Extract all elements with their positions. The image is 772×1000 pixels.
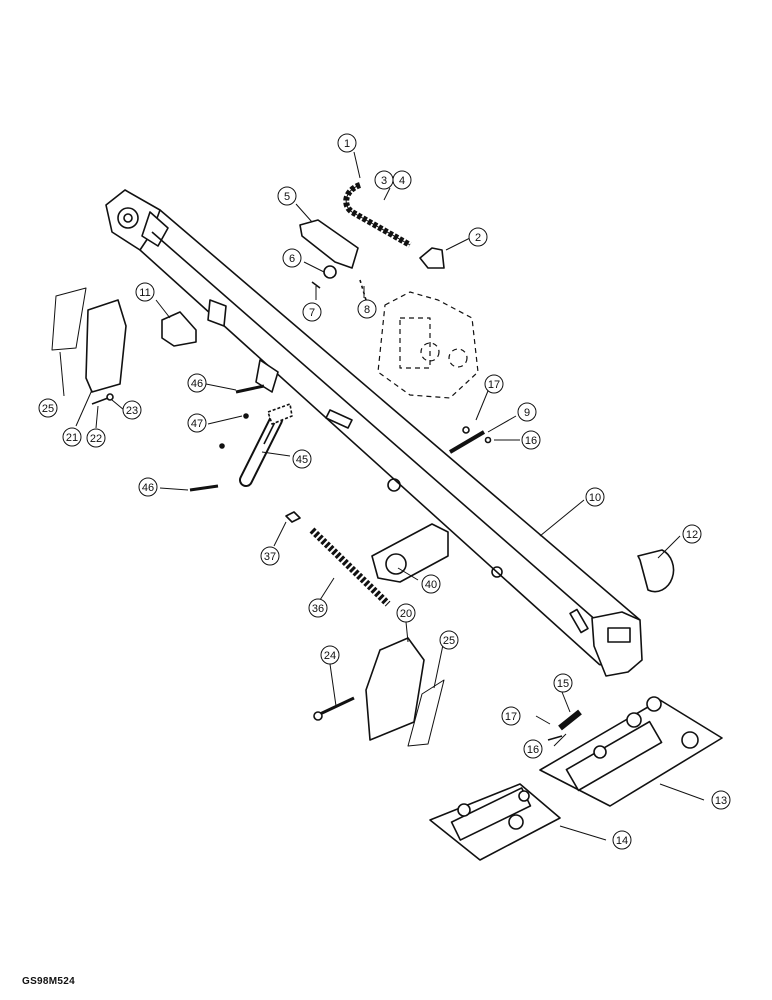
- drive-chain: [309, 527, 391, 607]
- cable-chain: [343, 182, 412, 248]
- callout-4: 4: [392, 170, 412, 190]
- base-plate-14: [429, 783, 561, 861]
- pin-15: [558, 709, 582, 731]
- callout-9: 9: [517, 402, 537, 422]
- callout-2: 2: [468, 227, 488, 247]
- base-plate-13: [539, 696, 723, 807]
- callout-7: 7: [302, 302, 322, 322]
- sprocket-housing: [371, 523, 449, 583]
- callout-11: 11: [135, 282, 155, 302]
- valve-block-phantom: [377, 291, 479, 399]
- svg-text:23: 23: [126, 405, 138, 417]
- guard-20: [365, 637, 425, 741]
- callout-37: 37: [260, 546, 280, 566]
- callout-25-left: 25: [38, 398, 58, 418]
- svg-text:6: 6: [289, 253, 295, 265]
- figure-code: GS98M524: [22, 976, 75, 987]
- callout-17-lower: 17: [501, 706, 521, 726]
- svg-text:40: 40: [425, 579, 437, 591]
- bolt-24: [319, 696, 355, 716]
- svg-text:17: 17: [488, 379, 500, 391]
- callout-16-lower: 16: [523, 739, 543, 759]
- callout-1: 1: [337, 133, 357, 153]
- svg-text:13: 13: [715, 795, 727, 807]
- svg-text:24: 24: [324, 650, 336, 662]
- callout-17-upper: 17: [484, 374, 504, 394]
- svg-text:5: 5: [284, 191, 290, 203]
- svg-text:8: 8: [364, 304, 370, 316]
- svg-text:22: 22: [90, 433, 102, 445]
- chain-bracket: [299, 219, 359, 269]
- guard-21: [85, 299, 127, 393]
- callout-5: 5: [277, 186, 297, 206]
- callout-25-right: 25: [439, 630, 459, 650]
- pin-9: [448, 430, 486, 454]
- callout-47: 47: [187, 413, 207, 433]
- svg-text:25: 25: [443, 635, 455, 647]
- callout-3: 3: [374, 170, 394, 190]
- bracket-12: [637, 549, 675, 593]
- callout-45: 45: [292, 449, 312, 469]
- callouts: 1 3 4 2 5 6 7 8 11 25 21 22 23 46 47 45 …: [38, 133, 731, 850]
- svg-text:12: 12: [686, 529, 698, 541]
- hydraulic-cylinder: [239, 403, 293, 487]
- decal-25-right: [407, 679, 445, 747]
- callout-46-upper: 46: [187, 373, 207, 393]
- callout-13: 13: [711, 790, 731, 810]
- callout-46-lower: 46: [138, 477, 158, 497]
- callout-21: 21: [62, 427, 82, 447]
- svg-text:15: 15: [557, 678, 569, 690]
- svg-text:36: 36: [312, 603, 324, 615]
- svg-text:17: 17: [505, 711, 517, 723]
- decal-25-left: [51, 287, 87, 351]
- callout-16-upper: 16: [521, 430, 541, 450]
- callout-24: 24: [320, 645, 340, 665]
- svg-text:16: 16: [525, 435, 537, 447]
- svg-text:20: 20: [400, 608, 412, 620]
- pin-46-upper: [235, 384, 265, 394]
- callout-6: 6: [282, 248, 302, 268]
- svg-text:7: 7: [309, 307, 315, 319]
- end-bracket: [419, 247, 445, 269]
- svg-text:46: 46: [142, 482, 154, 494]
- callout-14: 14: [612, 830, 632, 850]
- callout-40: 40: [421, 574, 441, 594]
- callout-15: 15: [553, 673, 573, 693]
- svg-text:3: 3: [381, 175, 387, 187]
- callout-10: 10: [585, 487, 605, 507]
- callout-8: 8: [357, 299, 377, 319]
- svg-text:37: 37: [264, 551, 276, 563]
- svg-text:2: 2: [475, 232, 481, 244]
- leader-lines: [59, 151, 705, 841]
- callout-22: 22: [86, 428, 106, 448]
- boom-beam: [105, 189, 643, 677]
- svg-text:10: 10: [589, 492, 601, 504]
- svg-text:1: 1: [344, 138, 350, 150]
- svg-text:25: 25: [42, 403, 54, 415]
- svg-text:45: 45: [296, 454, 308, 466]
- svg-text:9: 9: [524, 407, 530, 419]
- svg-text:21: 21: [66, 432, 78, 444]
- svg-text:4: 4: [399, 175, 405, 187]
- clamp: [311, 265, 367, 301]
- svg-text:47: 47: [191, 418, 203, 430]
- svg-text:14: 14: [616, 835, 628, 847]
- callout-20: 20: [396, 603, 416, 623]
- svg-text:11: 11: [139, 287, 150, 299]
- svg-text:16: 16: [527, 744, 539, 756]
- svg-text:46: 46: [191, 378, 203, 390]
- shield-11: [161, 311, 197, 347]
- callout-12: 12: [682, 524, 702, 544]
- callout-23: 23: [122, 400, 142, 420]
- callout-36: 36: [308, 598, 328, 618]
- pin-46-lower: [189, 484, 219, 492]
